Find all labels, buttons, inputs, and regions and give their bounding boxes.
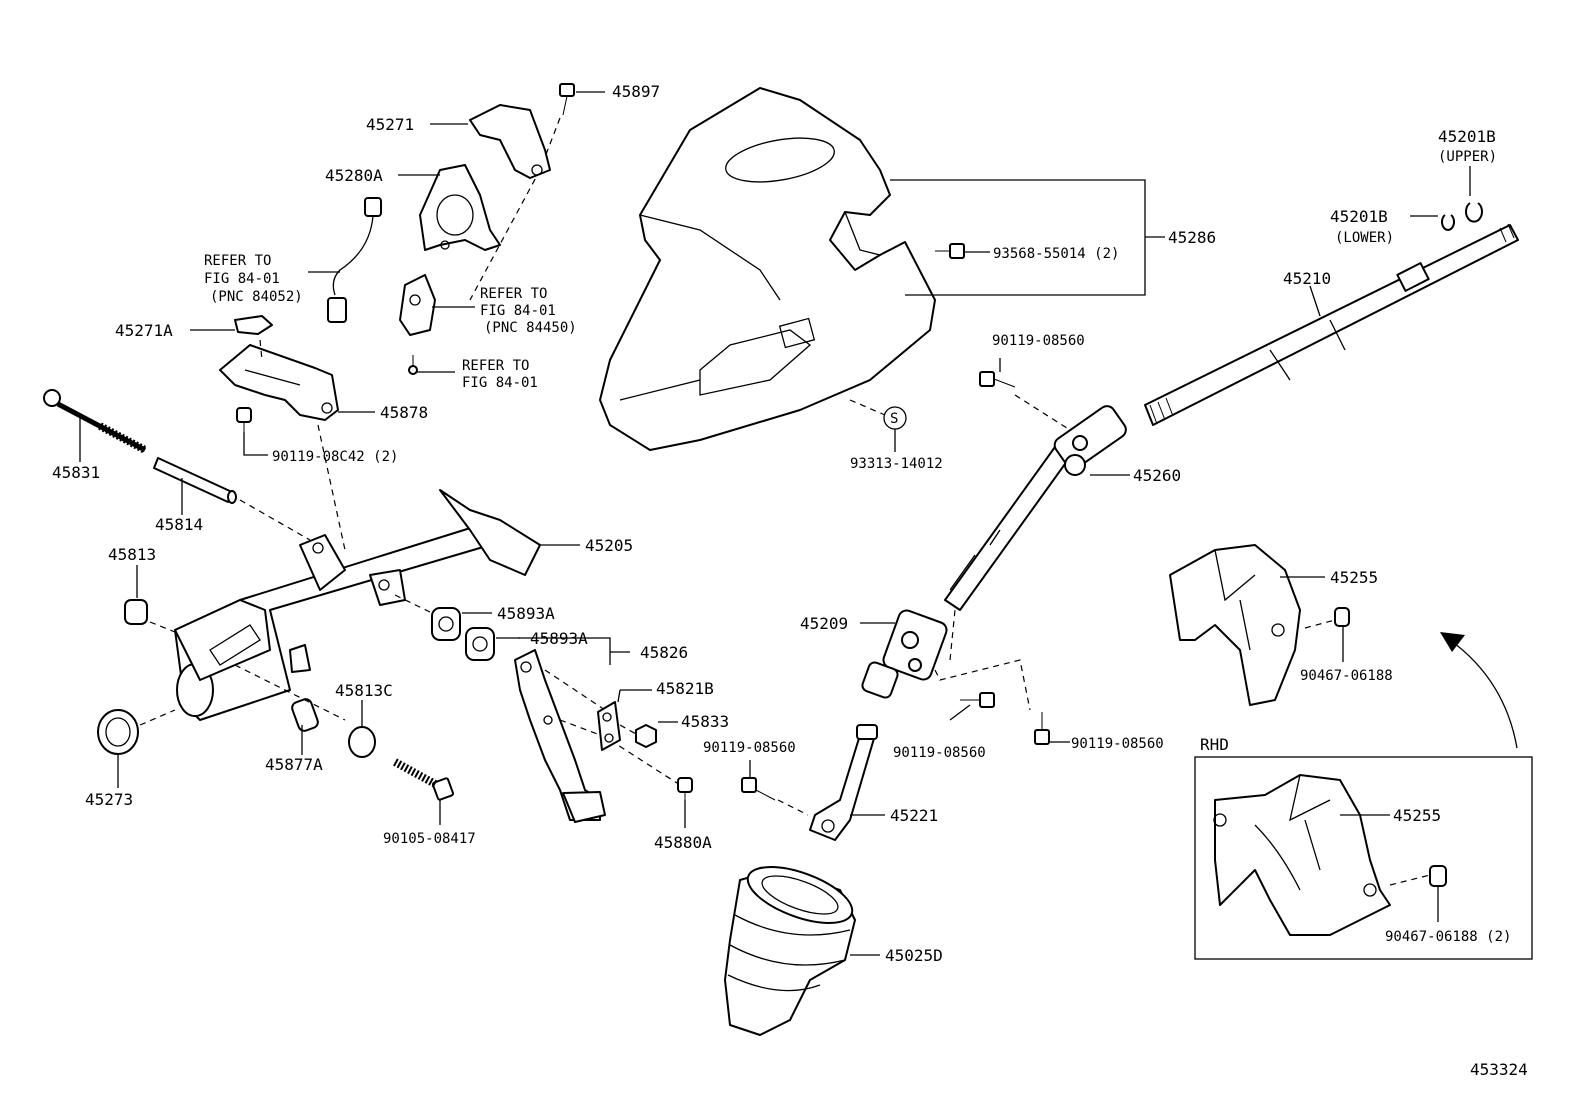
dust-boot-45025D[interactable] <box>724 856 859 1036</box>
label-45205: 45205 <box>585 536 633 555</box>
label-45201B-upper: 45201B <box>1438 127 1496 146</box>
refer-note-3-line1: REFER TO <box>462 358 529 374</box>
tilt-lever-bracket[interactable] <box>514 649 606 823</box>
rhd-inset-box <box>1194 756 1533 960</box>
label-90119-08560-lower: 90119-08560 <box>703 740 796 756</box>
wire-harness[interactable] <box>327 197 382 323</box>
bolt-90119-right[interactable] <box>1034 712 1050 745</box>
sleeve-45814[interactable] <box>153 457 237 504</box>
bolt-90119-middle[interactable] <box>960 692 995 708</box>
bolt-90119-08C42[interactable] <box>236 407 252 432</box>
label-upper: (UPPER) <box>1438 149 1497 165</box>
label-90119-08C42: 90119-08C42 (2) <box>272 449 398 465</box>
label-45221: 45221 <box>890 806 938 825</box>
label-45813C: 45813C <box>335 681 393 700</box>
refer-note-2-line3: (PNC 84450) <box>484 320 577 336</box>
bushing-45893A-upper[interactable] <box>431 607 461 641</box>
label-45813: 45813 <box>108 545 156 564</box>
label-45025D: 45025D <box>885 946 943 965</box>
bracket-45878[interactable] <box>219 344 339 421</box>
s-marker-label: S <box>890 411 898 427</box>
bushing-45813[interactable] <box>124 599 148 625</box>
label-90467-06188-rhd: 90467-06188 (2) <box>1385 929 1511 945</box>
long-bolt-45831[interactable] <box>43 389 147 454</box>
pin-45877A[interactable] <box>290 697 319 732</box>
label-45255-top: 45255 <box>1330 568 1378 587</box>
label-90105-08417: 90105-08417 <box>383 831 476 847</box>
ignition-switch[interactable] <box>399 274 436 336</box>
figure-number: 453324 <box>1470 1060 1528 1079</box>
column-boot-cover-45255-rhd[interactable] <box>1213 774 1391 936</box>
nut-45833[interactable] <box>635 724 657 748</box>
label-45833: 45833 <box>681 712 729 731</box>
bracket-45271A[interactable] <box>234 315 273 335</box>
label-lower: (LOWER) <box>1335 230 1394 246</box>
steering-column-tube[interactable] <box>174 489 541 721</box>
screw-45897[interactable] <box>559 83 575 116</box>
column-boot-cover-45255[interactable] <box>1169 544 1301 706</box>
refer-note-1-line3: (PNC 84052) <box>210 289 303 305</box>
snap-ring-upper[interactable] <box>1465 202 1483 223</box>
screw-93568[interactable] <box>935 243 965 259</box>
label-45209: 45209 <box>800 614 848 633</box>
label-45273: 45273 <box>85 790 133 809</box>
refer-note-1-line2: FIG 84-01 <box>204 271 280 287</box>
label-45271: 45271 <box>366 115 414 134</box>
bracket-45271[interactable] <box>469 104 551 179</box>
label-45260: 45260 <box>1133 466 1181 485</box>
label-45821B: 45821B <box>656 679 714 698</box>
bolt-90119-lower[interactable] <box>741 777 776 801</box>
label-90119-08560-upper: 90119-08560 <box>992 333 1085 349</box>
bolt-90119-upper[interactable] <box>979 371 1016 388</box>
screw-refer[interactable] <box>408 355 418 375</box>
clamp-45821B[interactable] <box>597 701 621 751</box>
refer-note-3-line2: FIG 84-01 <box>462 375 538 391</box>
label-90119-08560-middle: 90119-08560 <box>893 745 986 761</box>
label-45878: 45878 <box>380 403 428 422</box>
label-45201B-lower: 45201B <box>1330 207 1388 226</box>
label-45286: 45286 <box>1168 228 1216 247</box>
label-45831: 45831 <box>52 463 100 482</box>
clip-90467-2[interactable] <box>1429 865 1447 887</box>
refer-note-2-line2: FIG 84-01 <box>480 303 556 319</box>
label-90119-08560-right: 90119-08560 <box>1071 736 1164 752</box>
label-45880A: 45880A <box>654 833 712 852</box>
bushing-45813C[interactable] <box>348 726 376 758</box>
label-90467-06188-top: 90467-06188 <box>1300 668 1393 684</box>
refer-note-2-line1: REFER TO <box>480 286 547 302</box>
sliding-yoke-45221[interactable] <box>809 724 878 841</box>
label-45893A-upper: 45893A <box>497 604 555 623</box>
label-45255-rhd: 45255 <box>1393 806 1441 825</box>
rhd-inset-title: RHD <box>1200 735 1229 754</box>
column-cover[interactable] <box>599 87 936 451</box>
label-45280A: 45280A <box>325 166 383 185</box>
label-45210: 45210 <box>1283 269 1331 288</box>
label-45826: 45826 <box>640 643 688 662</box>
label-45814: 45814 <box>155 515 203 534</box>
bushing-45893A-lower[interactable] <box>465 627 495 661</box>
label-45271A: 45271A <box>115 321 173 340</box>
refer-note-1-line1: REFER TO <box>204 253 271 269</box>
ignition-housing-45280A[interactable] <box>419 164 501 251</box>
label-93313-14012: 93313-14012 <box>850 456 943 472</box>
bolt-90105[interactable] <box>393 758 455 801</box>
universal-joint-45209[interactable] <box>861 608 949 699</box>
bushing-45273[interactable] <box>97 709 139 755</box>
label-93568-55014: 93568-55014 (2) <box>993 246 1119 262</box>
label-45877A: 45877A <box>265 755 323 774</box>
label-45893A-lower: 45893A <box>530 629 588 648</box>
intermediate-shaft[interactable] <box>944 403 1129 611</box>
clip-90467-1[interactable] <box>1334 607 1350 627</box>
snap-ring-lower[interactable] <box>1441 214 1455 231</box>
bolt-45880A[interactable] <box>677 777 693 800</box>
main-shaft[interactable] <box>1144 223 1519 426</box>
arrow-icon <box>1440 632 1465 652</box>
label-45897: 45897 <box>612 82 660 101</box>
